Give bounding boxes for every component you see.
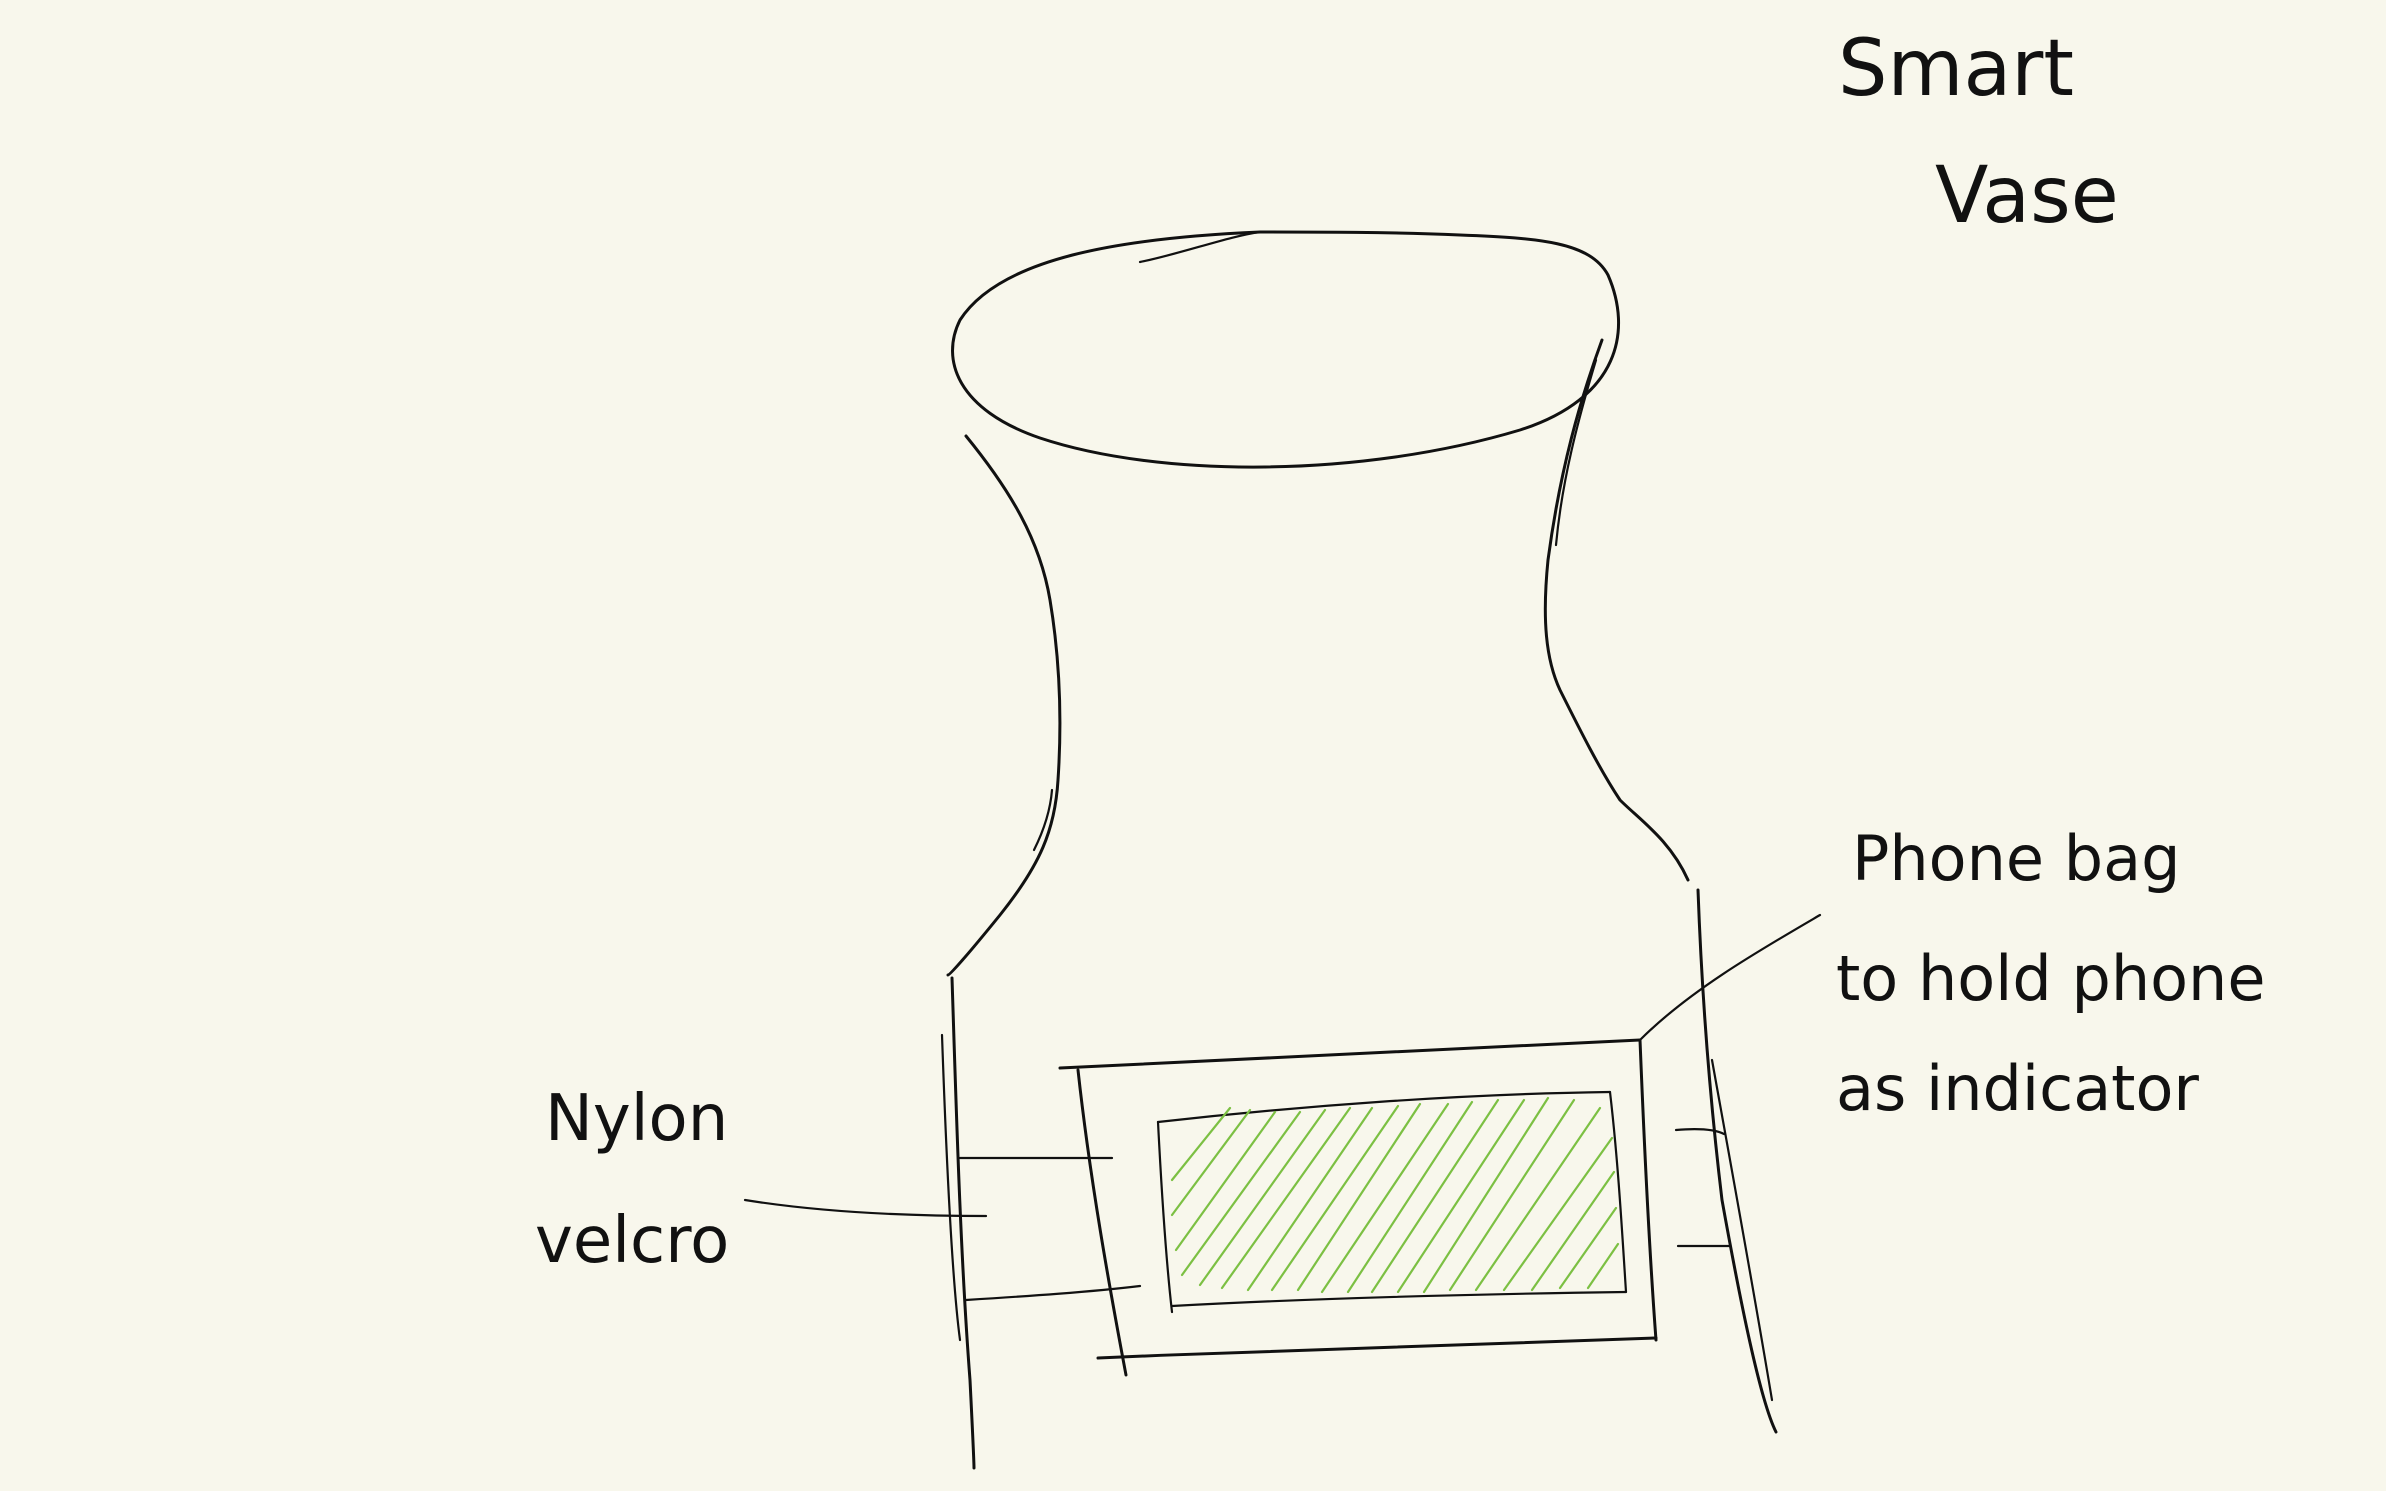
phone-bag-label-line-3: as indicator — [1836, 1052, 2199, 1125]
phone-bag-hatch — [1172, 1098, 1618, 1292]
title-line-2: Vase — [1935, 151, 2119, 241]
title-line-1: Smart — [1838, 24, 2074, 114]
velcro-strap-right-top — [1676, 1129, 1724, 1134]
velcro-label-line-2: velcro — [535, 1204, 729, 1278]
phone-bag-window-bottom — [1172, 1292, 1626, 1306]
vase-body-left-echo — [942, 1035, 960, 1340]
phone-bag-outer-top — [1060, 1040, 1640, 1068]
vase-neck-right — [1545, 340, 1688, 880]
phone-bag-outer-right — [1640, 1040, 1656, 1340]
vase-neck-left-echo — [1034, 790, 1052, 850]
velcro-label-line-1: Nylon — [545, 1082, 728, 1156]
vase-rim — [953, 232, 1619, 467]
vase-body-right-echo — [1712, 1060, 1772, 1400]
phone-bag-outer-bottom — [1098, 1338, 1656, 1358]
velcro-strap-left-bottom — [966, 1286, 1140, 1300]
phone-bag-label-line-2: to hold phone — [1836, 942, 2266, 1015]
vase-body-left — [952, 978, 974, 1468]
phone-bag-outer-left — [1078, 1070, 1126, 1375]
vase-neck-right-echo — [1556, 360, 1596, 545]
phone-bag-label-line-1: Phone bag — [1852, 822, 2180, 895]
vase-drawing — [942, 232, 1776, 1468]
vase-neck-left — [948, 436, 1060, 975]
phone-bag-leader — [1640, 915, 1820, 1040]
phone-bag-window-left — [1158, 1122, 1172, 1312]
phone-bag-window-right — [1610, 1092, 1626, 1292]
